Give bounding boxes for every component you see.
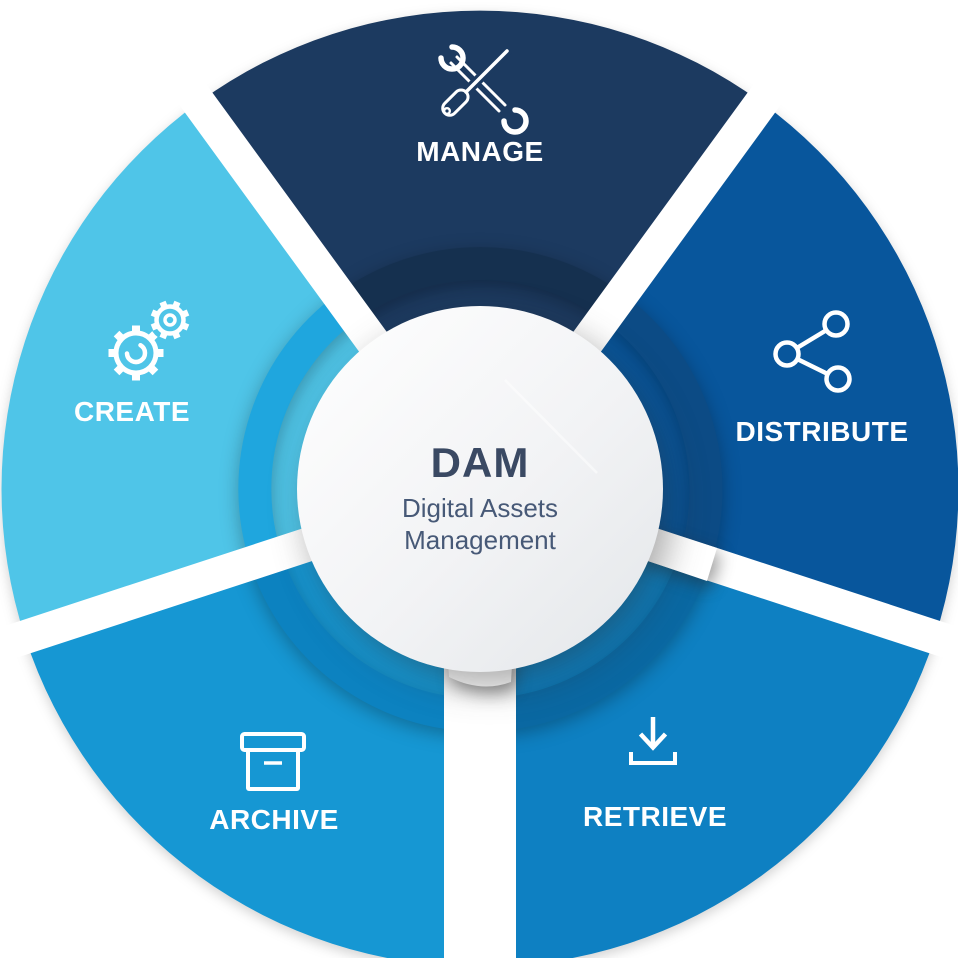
ring-arc-create <box>238 293 357 565</box>
circle-highlight <box>504 379 598 474</box>
gears-icon <box>108 299 191 381</box>
segment-label-distribute: DISTRIBUTE <box>736 416 909 447</box>
center-subtitle-line1: Digital Assets <box>402 493 558 523</box>
segment-label-create: CREATE <box>74 396 190 427</box>
gap-divider-upper-left <box>166 66 406 379</box>
gear-large <box>108 325 164 381</box>
archive-box-icon <box>240 732 306 791</box>
center-circle <box>297 306 663 672</box>
center-subtitle-line2: Management <box>404 525 557 555</box>
ring-arc-distribute <box>603 293 723 565</box>
wrench-screwdriver-icon <box>438 44 529 135</box>
download-icon <box>629 717 677 765</box>
share-icon <box>773 310 852 393</box>
segment-wedge-retrieve <box>480 538 935 958</box>
ring-arc-retrieve <box>479 553 711 732</box>
ring-arc-manage <box>337 247 623 321</box>
center-heading: DAM <box>431 439 530 486</box>
segment-label-retrieve: RETRIEVE <box>583 801 727 832</box>
inner-ring <box>238 247 723 732</box>
gap-divider-upper-right <box>554 66 794 379</box>
ring-arc-archive <box>250 553 481 732</box>
center-circle-group: DAM Digital Assets Management <box>297 306 663 672</box>
gear-small <box>149 299 191 341</box>
segment-label-manage: MANAGE <box>416 136 543 167</box>
gap-divider-left <box>0 518 343 664</box>
segment-label-archive: ARCHIVE <box>209 804 339 835</box>
